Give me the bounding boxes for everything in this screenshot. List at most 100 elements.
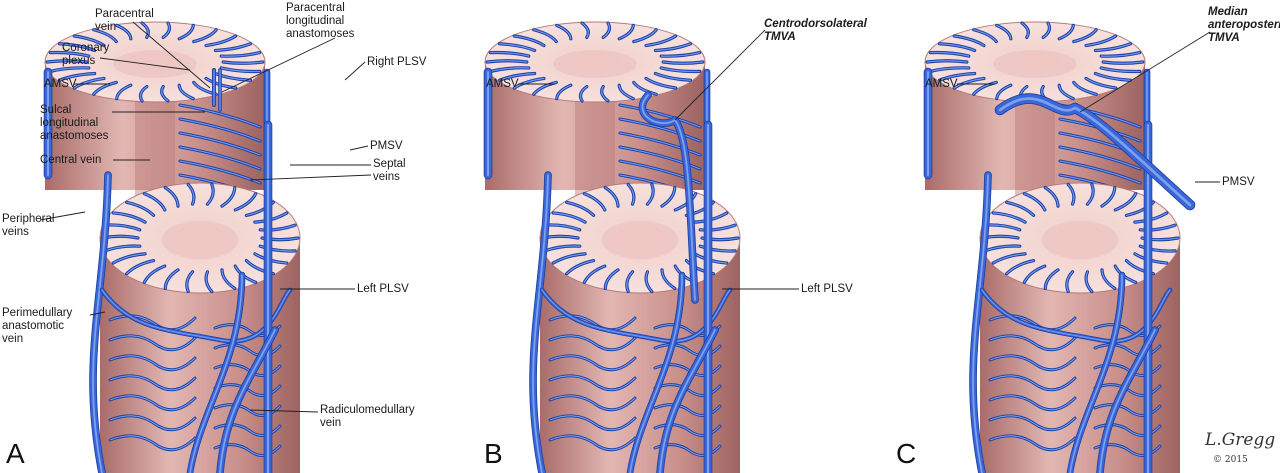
panel-b-upper-section-radial-vein-highlight — [645, 35, 677, 46]
panel-c-lower-section-radial-vein-highlight — [1085, 271, 1093, 292]
panel-c-lower-section-radial-vein-highlight — [1023, 265, 1046, 283]
label-peripheral-veins: Peripheral veins — [2, 213, 55, 238]
panel-b-septal-vein-highlight — [619, 118, 701, 142]
panel-a-lower-section-radial-vein-highlight — [186, 271, 193, 292]
panel-a-surface-vein-highlight — [109, 395, 196, 411]
panel-a-lower-section-radial-vein-highlight — [112, 212, 146, 223]
panel-c-upper-section-radial-vein-highlight — [1021, 22, 1029, 38]
panel-b-lower-section-radial-vein-highlight — [661, 187, 676, 207]
panel-b-upper-section-radial-vein-highlight — [513, 35, 545, 46]
panel-c-lower-section-radial-vein-highlight — [1139, 245, 1176, 252]
panel-b-lower-section-radial-vein-highlight — [647, 184, 654, 205]
panel-c-upper-section-radial-vein-highlight — [1085, 35, 1117, 46]
panel-c-upper-section-radial-vein-highlight — [1085, 78, 1117, 89]
panel-c-upper-section-radial-vein-highlight — [1073, 82, 1097, 95]
panel-b-upper-section-radial-vein-highlight — [499, 73, 536, 81]
leader-line — [132, 21, 211, 89]
panel-c-upper-section-radial-vein-highlight — [1094, 73, 1131, 81]
panel-c-upper-section-radial-vein-highlight — [939, 43, 976, 51]
panel-b-upper-section-radial-vein-highlight — [533, 29, 557, 42]
label-median-anteroposterior-tmva: Median anteroposterior TMVA — [1208, 6, 1280, 44]
panel-b-upper-section-radial-vein-highlight — [489, 67, 530, 72]
panel-c-upper-section-radial-vein-highlight — [1058, 24, 1074, 40]
panel-a-upper-section-radial-vein-highlight — [93, 29, 117, 42]
panel-a-lower-cord — [100, 235, 300, 473]
label-amsv-c: AMSV — [925, 78, 958, 90]
panel-c-septal-vein-highlight — [1059, 160, 1141, 184]
panel-a-upper-section-radial-vein-highlight — [178, 24, 194, 40]
panel-b — [483, 21, 741, 473]
panel-c-surface-vein-highlight — [989, 335, 1076, 351]
panel-c-upper-section-radial-vein-highlight — [1100, 52, 1141, 57]
panel-a-upper-section-radial-vein-highlight — [46, 60, 88, 63]
panel-c-lower-section-radial-vein-highlight — [1044, 187, 1059, 207]
panel-b-lower-section-radial-vein-highlight — [699, 224, 736, 231]
panel-c-left-plsv-highlight — [1069, 274, 1123, 473]
panel-letter-a: A — [6, 438, 25, 469]
panel-b-surface-vein-highlight — [549, 435, 636, 451]
panel-b-cut-face — [575, 95, 615, 200]
panel-a-upper-section-radial-vein-highlight — [49, 67, 90, 72]
label-radiculomedullary-vein: Radiculomedullary vein — [320, 404, 415, 429]
panel-a-upper-section-radial-vein-highlight — [59, 43, 96, 51]
panel-a-surface-vein-highlight — [109, 335, 196, 351]
panel-a-radiculomedullary-vein-highlight — [219, 329, 276, 473]
panel-c-upper-section-radial-vein-highlight — [973, 29, 997, 42]
leader-line — [1079, 31, 1211, 113]
panel-c-upper-section-radial-vein-highlight — [953, 35, 985, 46]
panel-c-lower-section-radial-vein-highlight — [1023, 193, 1046, 211]
panel-a-lower-section-radial-vein-highlight — [112, 253, 146, 264]
panel-b-upper-section-grey-matter — [553, 50, 637, 78]
panel-c-upper-section-radial-vein-highlight — [973, 82, 997, 95]
leader-line — [674, 29, 766, 121]
panel-c-surface-vein-highlight — [989, 355, 1076, 371]
panel-c-lower-section-radial-vein-highlight — [1006, 260, 1034, 275]
panel-b-left-plsv-highlight — [629, 274, 683, 473]
panel-b-surface-vein-highlight — [549, 415, 636, 431]
panel-c — [923, 21, 1181, 473]
leader-line — [349, 145, 369, 151]
panel-c-lower-section-grey-matter — [1042, 220, 1118, 260]
panel-c-upper-section-radial-vein-highlight — [1042, 22, 1050, 38]
panel-b-upper-section-radial-vein-highlight — [580, 86, 588, 102]
panel-b-upper-section-radial-vein-highlight — [581, 22, 589, 38]
panel-a-lower-section-radial-vein-highlight — [205, 271, 213, 292]
label-perimedullary-anastomotic-vein: Perimedullary anastomotic vein — [2, 307, 73, 345]
panel-b-lower-section-radial-vein-highlight — [627, 184, 635, 205]
panel-a-upper-section-grey-matter — [113, 50, 197, 78]
panel-c-upper-section-radial-vein-highlight — [1100, 67, 1141, 72]
panel-c-cut-face — [1015, 95, 1055, 200]
leader-line — [249, 409, 319, 413]
panel-b-upper-section-radial-vein-highlight — [660, 52, 701, 57]
panel-b-upper-section-radial-vein-highlight — [654, 73, 691, 81]
panel-a-upper-section-radial-vein-highlight — [162, 22, 170, 38]
panel-c-upper-section-radial-vein-highlight — [1102, 61, 1144, 64]
leader-line — [249, 174, 372, 181]
panel-a-upper-section-radial-vein-highlight — [93, 82, 117, 95]
panel-a-lower-section-radial-vein-highlight — [164, 269, 179, 289]
panel-b-lower-section-radial-vein-highlight — [661, 269, 676, 289]
label-sulcal-longitudinal-anastomoses: Sulcal longitudinal anastomoses — [40, 104, 109, 142]
panel-a-upper-section-radial-vein-highlight — [220, 67, 261, 72]
panel-b-lower-cord — [540, 235, 740, 473]
panel-c-lower-section-radial-vein-highlight — [992, 253, 1026, 264]
panel-a-upper-section-radial-vein-highlight — [73, 35, 105, 46]
panel-c-lower-section-radial-vein-highlight — [1066, 271, 1073, 292]
panel-a-upper-section-radial-vein-highlight — [161, 86, 169, 102]
panel-a-septal-vein-highlight — [179, 104, 261, 128]
panel-b-upper-section-radial-vein-highlight — [489, 52, 530, 57]
panel-b-lower-section-radial-vein-highlight — [552, 212, 586, 223]
panel-a-surface-vein-highlight — [109, 415, 196, 431]
label-amsv-b: AMSV — [486, 78, 519, 90]
panel-c-upper-section-radial-vein-highlight — [929, 67, 970, 72]
panel-a-surface-vein-highlight — [109, 435, 196, 451]
panel-a-upper-section-radial-vein-highlight — [178, 84, 194, 100]
leader-line — [99, 57, 191, 71]
panel-b-upper-section-radial-vein-highlight — [633, 29, 657, 42]
panel-b-lower-section-radial-vein-highlight — [566, 260, 594, 275]
panel-b-lower-section-radial-vein-highlight — [552, 253, 586, 264]
panel-c-upper-section-radial-vein-highlight — [1058, 84, 1074, 100]
leader-line — [89, 311, 106, 316]
panel-a-upper-section-radial-vein-highlight — [222, 61, 264, 64]
panel-a-upper-section-radial-vein-highlight — [59, 73, 96, 81]
